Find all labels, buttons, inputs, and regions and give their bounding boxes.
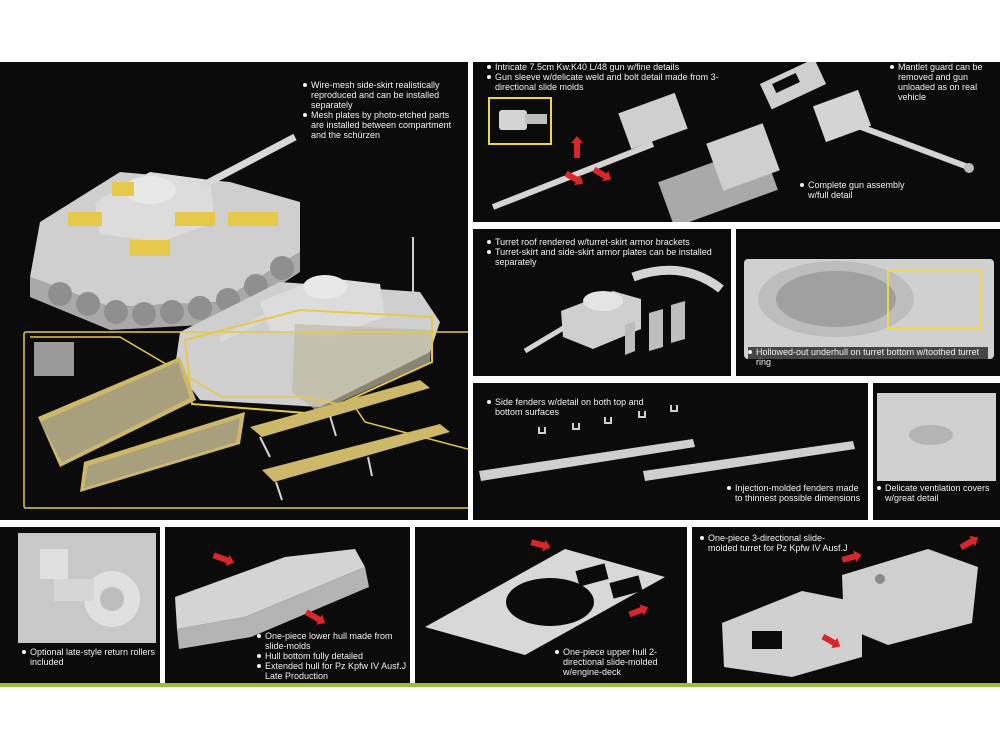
- fender-note: Injection-molded fenders made to thinnes…: [727, 483, 862, 503]
- casting-caption: Delicate ventilation covers w/great deta…: [877, 483, 997, 503]
- upper-hull-caption: One-piece upper hull 2-directional slide…: [555, 647, 685, 677]
- caption-bullet: Delicate ventilation covers w/great deta…: [877, 483, 997, 503]
- tank-mesh-illustration: [175, 237, 440, 416]
- caption-bullet: Hull bottom fully detailed: [257, 651, 407, 661]
- caption-bullet: Hollowed-out underhull on turret bottom …: [748, 347, 988, 367]
- caption-bullet: Extended hull for Pz Kpfw IV Ausf.J Late…: [257, 661, 407, 681]
- panel-casting: Delicate ventilation covers w/great deta…: [873, 383, 1000, 520]
- panel-turret-ring: Hollowed-out underhull on turret bottom …: [736, 229, 1000, 376]
- turret-illustration: [722, 549, 978, 677]
- panel-fenders: Side fenders w/detail on both top and bo…: [473, 383, 868, 520]
- caption-bullet: Injection-molded fenders made to thinnes…: [727, 483, 862, 503]
- roller-caption: Optional late-style return rollers inclu…: [22, 647, 157, 667]
- caption-bullet: Mantlet guard can be removed and gun unl…: [890, 62, 998, 102]
- schurzen-caption: Wire-mesh side-skirt realistically repro…: [303, 80, 463, 140]
- caption-bullet: Mesh plates by photo-etched parts are in…: [303, 110, 463, 140]
- upper-hull-illustration: [425, 549, 665, 655]
- roller-illustration: [18, 533, 156, 643]
- caption-bullet: Turret-skirt and side-skirt armor plates…: [487, 247, 727, 267]
- lower-hull-caption: One-piece lower hull made from slide-mol…: [257, 631, 407, 681]
- panel-gun: Intricate 7.5cm Kw.K40 L/48 gun w/fine d…: [473, 62, 1000, 222]
- casting-illustration: [877, 393, 996, 481]
- turret-roof-illustration: [523, 265, 724, 355]
- panel-rollers: Optional late-style return rollers inclu…: [0, 527, 160, 683]
- caption-bullet: Side fenders w/detail on both top and bo…: [487, 397, 657, 417]
- panel-lower-hull: One-piece lower hull made from slide-mol…: [165, 527, 410, 683]
- caption-bullet: Complete gun assembly w/full detail: [800, 180, 910, 200]
- accent-bar: [0, 683, 1000, 687]
- mesh-detail-box: [23, 331, 468, 509]
- direction-arrow: [574, 142, 580, 158]
- panel-upper-hull: One-piece upper hull 2-directional slide…: [415, 527, 687, 683]
- caption-bullet: One-piece 3-directional slide-molded tur…: [700, 533, 850, 553]
- lower-hull-illustration: [175, 549, 369, 649]
- fender-illustration: [479, 405, 855, 481]
- caption-bullet: Optional late-style return rollers inclu…: [22, 647, 157, 667]
- mantlet-caption: Mantlet guard can be removed and gun unl…: [890, 62, 998, 102]
- turret-roof-caption: Turret roof rendered w/turret-skirt armo…: [487, 237, 727, 267]
- panel-turret: One-piece 3-directional slide-molded tur…: [692, 527, 1000, 683]
- turret-ring-illustration: [744, 259, 994, 359]
- caption-bullet: One-piece upper hull 2-directional slide…: [555, 647, 685, 677]
- gun-caption: Intricate 7.5cm Kw.K40 L/48 gun w/fine d…: [487, 62, 727, 92]
- caption-bullet: One-piece lower hull made from slide-mol…: [257, 631, 407, 651]
- panel-schurzen: Wire-mesh side-skirt realistically repro…: [0, 62, 468, 520]
- fender-caption: Side fenders w/detail on both top and bo…: [487, 397, 657, 417]
- tank-illustrations: [23, 133, 468, 509]
- caption-bullet: Gun sleeve w/delicate weld and bolt deta…: [487, 72, 727, 92]
- turret-ring-caption: Hollowed-out underhull on turret bottom …: [748, 347, 988, 367]
- caption-bullet: Wire-mesh side-skirt realistically repro…: [303, 80, 463, 110]
- turret-caption: One-piece 3-directional slide-molded tur…: [700, 533, 850, 553]
- panel-turret-roof: Turret roof rendered w/turret-skirt armo…: [473, 229, 731, 376]
- caption-bullet: Turret roof rendered w/turret-skirt armo…: [487, 237, 727, 247]
- caption-bullet: Intricate 7.5cm Kw.K40 L/48 gun w/fine d…: [487, 62, 727, 72]
- gun-assembly-caption: Complete gun assembly w/full detail: [800, 180, 910, 200]
